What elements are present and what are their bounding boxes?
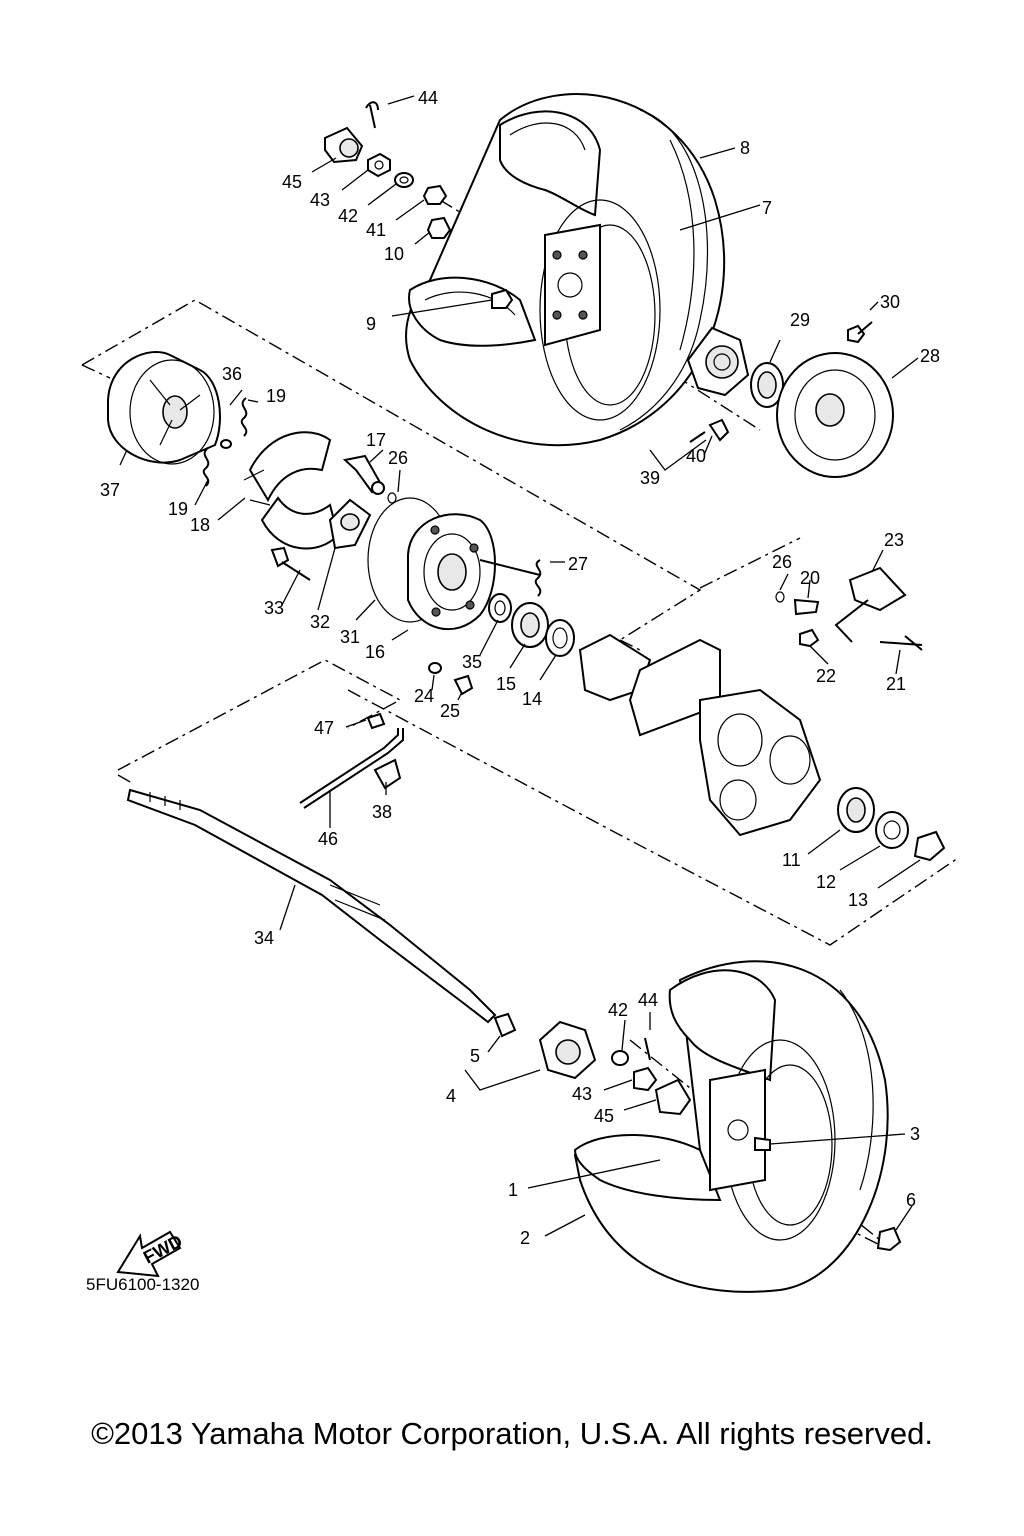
callout-37: 37 <box>100 480 120 500</box>
callout-1: 1 <box>508 1180 518 1200</box>
bottom-wheel-tire <box>573 960 902 1293</box>
callout-8: 8 <box>740 138 750 158</box>
top-wheel-tire <box>405 93 726 447</box>
callout-7: 7 <box>762 198 772 218</box>
callout-19-lower: 19 <box>168 499 188 519</box>
callout-21: 21 <box>886 674 906 694</box>
callout-42-lower: 42 <box>608 1000 628 1020</box>
callout-11: 11 <box>782 850 801 870</box>
callout-26-lower: 26 <box>772 552 792 572</box>
callout-46: 46 <box>318 829 338 849</box>
lower-hub-parts <box>493 1012 692 1116</box>
breather-hose-parts <box>299 712 404 809</box>
callout-9: 9 <box>366 314 376 334</box>
copyright-notice: ©2013 Yamaha Motor Corporation, U.S.A. A… <box>91 1416 933 1451</box>
callout-13: 13 <box>848 890 868 910</box>
callout-43-lower: 43 <box>572 1084 592 1104</box>
callout-45: 45 <box>282 172 302 192</box>
callout-34: 34 <box>254 928 274 948</box>
callout-44: 44 <box>418 88 438 108</box>
callout-33: 33 <box>264 598 284 618</box>
callout-19-upper: 19 <box>266 386 286 406</box>
callout-39: 39 <box>640 468 660 488</box>
callout-10: 10 <box>384 244 404 264</box>
callout-45-lower: 45 <box>594 1106 614 1126</box>
top-wheel-hardware <box>324 101 514 309</box>
axle-bearings <box>428 593 575 696</box>
rear-axle-housing <box>578 633 946 862</box>
callout-41: 41 <box>366 220 386 240</box>
callout-38: 38 <box>372 802 392 822</box>
callout-24: 24 <box>414 686 434 706</box>
callout-20: 20 <box>800 568 820 588</box>
callout-36: 36 <box>222 364 242 384</box>
cable-bracket-parts <box>387 492 923 651</box>
callout-15: 15 <box>496 674 516 694</box>
callout-26-upper: 26 <box>388 448 408 468</box>
callout-2: 2 <box>520 1228 530 1248</box>
callout-16: 16 <box>365 642 385 662</box>
callout-30: 30 <box>880 292 900 312</box>
callout-42: 42 <box>338 206 358 226</box>
callout-27: 27 <box>568 554 588 574</box>
callout-12: 12 <box>816 872 836 892</box>
callout-14: 14 <box>522 689 542 709</box>
callout-43: 43 <box>310 190 330 210</box>
rear-axle-shaft <box>126 788 497 1024</box>
callout-47: 47 <box>314 718 334 738</box>
callout-23: 23 <box>884 530 904 550</box>
fwd-arrow-icon: FWD <box>116 1230 186 1278</box>
diagram-code: 5FU6100-1320 <box>86 1275 199 1294</box>
callout-44-lower: 44 <box>638 990 658 1010</box>
brake-panel-assembly <box>270 454 542 631</box>
callout-3: 3 <box>910 1124 920 1144</box>
callout-40: 40 <box>686 446 706 466</box>
callout-5: 5 <box>470 1046 480 1066</box>
callout-22: 22 <box>816 666 836 686</box>
callout-31: 31 <box>340 627 360 647</box>
callout-18: 18 <box>190 515 210 535</box>
callout-labels: 44 45 43 42 41 10 9 8 7 29 30 28 40 39 3… <box>100 88 940 1248</box>
callout-35: 35 <box>462 652 482 672</box>
callout-17: 17 <box>366 430 386 450</box>
callout-4: 4 <box>446 1086 456 1106</box>
callout-28: 28 <box>920 346 940 366</box>
brake-drum-assembly <box>107 351 340 550</box>
callout-6: 6 <box>906 1190 916 1210</box>
callout-leader-lines <box>119 95 921 1237</box>
callout-25: 25 <box>440 701 460 721</box>
top-hub-parts <box>686 321 894 478</box>
callout-32: 32 <box>310 612 330 632</box>
callout-29: 29 <box>790 310 810 330</box>
